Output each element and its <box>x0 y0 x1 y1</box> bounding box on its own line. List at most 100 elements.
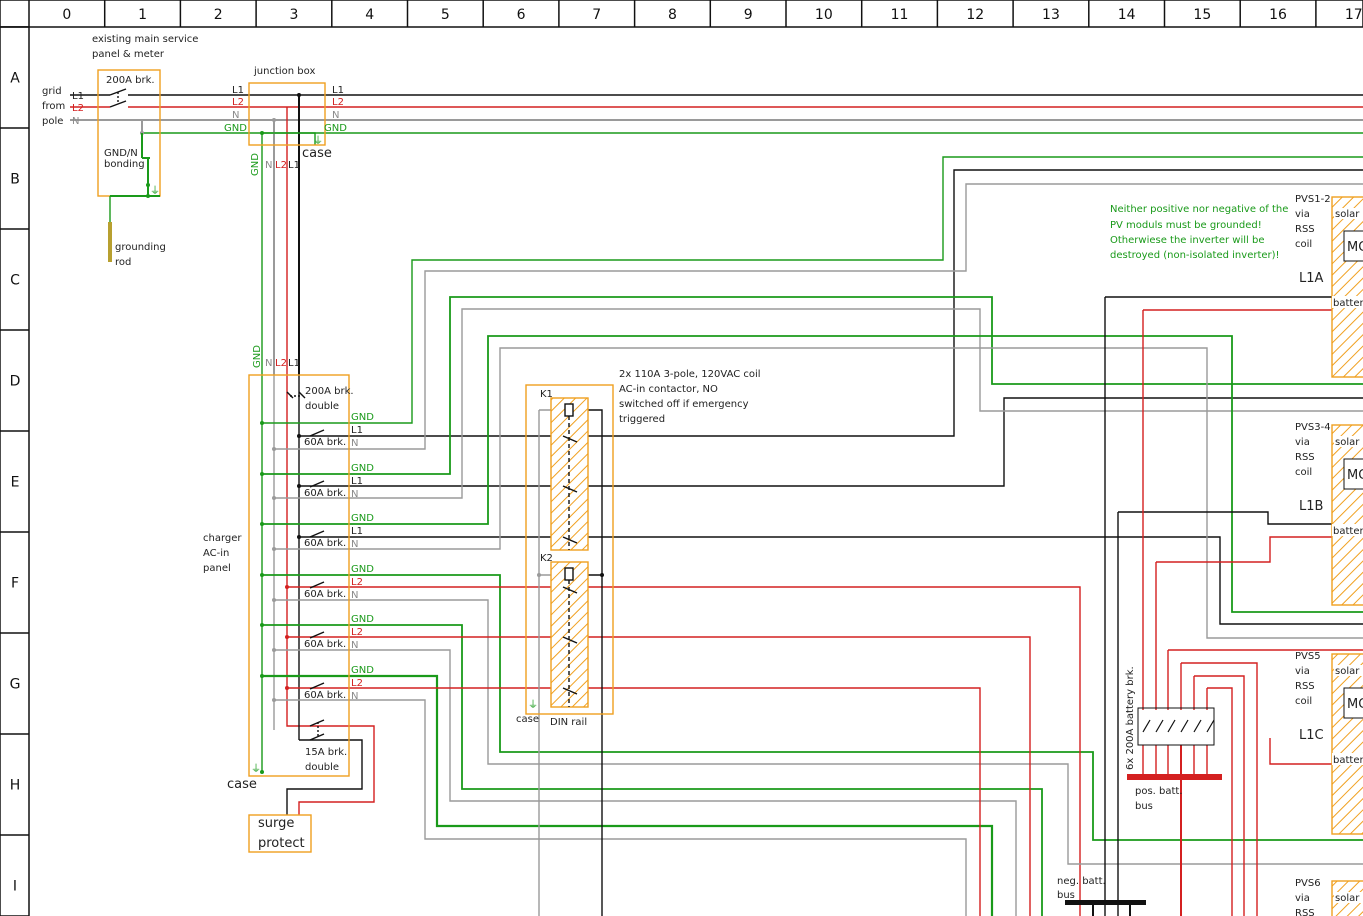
junction-box: junction box L1 L2 N GND L1 L2 N GND ⏚ c… <box>224 66 347 176</box>
inverter-block: PVS5viaRSSsolarcoilMCL1Cbattery <box>1295 651 1363 835</box>
breaker-gnd-label: GND <box>351 513 374 524</box>
breaker-phase-label: L1 <box>351 476 363 487</box>
grid-l1-label: L1 <box>72 91 84 102</box>
jb-vert-gnd: GND <box>250 153 261 176</box>
ruler-column-label: 6 <box>517 7 526 23</box>
grid-label-3: pole <box>42 116 63 127</box>
warning-line-3: Otherwiese the inverter will be <box>1110 235 1265 246</box>
ground-symbol-icon: ⏚ <box>150 185 160 197</box>
grid-label-1: grid <box>42 86 62 97</box>
contactor-note-3: switched off if emergency <box>619 399 749 410</box>
breaker-60a-label: 60A brk. <box>304 488 346 499</box>
positive-battery-bus <box>1127 774 1222 780</box>
main-service-panel: existing main service panel & meter 200A… <box>42 34 198 268</box>
contactor-note-2: AC-in contactor, NO <box>619 384 718 395</box>
jb-vert-l2: L2 <box>275 160 287 171</box>
jb-l2-out: L2 <box>332 97 344 108</box>
ruler-column-label: 11 <box>891 7 909 23</box>
charger-panel-title-2: AC-in <box>203 548 229 559</box>
ruler-column-label: 9 <box>744 7 753 23</box>
breaker-n-label: N <box>351 539 358 550</box>
grid-label-2: from <box>42 101 65 112</box>
ruler-row-label: I <box>13 879 17 895</box>
inverter-via-label: via <box>1295 666 1310 677</box>
grounding-rod-label-2: rod <box>115 257 131 268</box>
inverter-pvs-label: PVS5 <box>1295 651 1321 662</box>
charger-panel-title-3: panel <box>203 563 231 574</box>
inverter-name-label: L1C <box>1299 728 1324 743</box>
breaker-phase-label: L2 <box>351 577 363 588</box>
ruler-row-label: C <box>10 273 20 289</box>
inverter-coil-label: coil <box>1295 467 1312 478</box>
breaker-phase-label: L2 <box>351 678 363 689</box>
contactor-note-4: triggered <box>619 414 665 425</box>
panel-vert-gnd: GND <box>252 345 263 368</box>
ruler-column-label: 4 <box>365 7 374 23</box>
breaker-n-label: N <box>351 640 358 651</box>
inverter-solar-label: solar <box>1335 209 1360 220</box>
inverter-solar-label: solar <box>1335 893 1360 904</box>
breaker-n-label: N <box>351 691 358 702</box>
inverter-rss-label: RSS <box>1295 224 1315 235</box>
breaker-gnd-label: GND <box>351 564 374 575</box>
ruler-column-label: 13 <box>1042 7 1060 23</box>
inverter-mc-label: MC <box>1347 240 1363 255</box>
bonding-label-1: GND/N <box>104 148 138 159</box>
battery-breaker-label: 6x 200A battery brk. <box>1125 666 1136 770</box>
ruler-row-label: E <box>11 475 20 491</box>
contactor-ground-icon: ⏚ <box>528 699 538 711</box>
breaker-gnd-label: GND <box>351 463 374 474</box>
neg-bus-label-2: bus <box>1057 890 1075 901</box>
ruler-column-label: 0 <box>62 7 71 23</box>
jb-case-label: case <box>302 146 332 161</box>
jb-n-in: N <box>232 110 239 121</box>
pv-warning-note: Neither positive nor negative of the PV … <box>1110 204 1288 261</box>
jb-l1-out: L1 <box>332 85 344 96</box>
inverter-coil-label: coil <box>1295 696 1312 707</box>
panel-ground-icon: ⏚ <box>251 763 261 775</box>
ruler-column-label: 17 <box>1345 7 1363 23</box>
panel-vert-n: N <box>265 358 272 369</box>
inverter-battery-label: battery <box>1333 526 1363 537</box>
breaker-60a-label: 60A brk. <box>304 589 346 600</box>
inverter-battery-label: battery <box>1333 298 1363 309</box>
inverter-rss-label: RSS <box>1295 452 1315 463</box>
breaker-phase-label: L1 <box>351 425 363 436</box>
ruler-column-label: 2 <box>214 7 223 23</box>
ruler-row-label: H <box>10 778 21 794</box>
inverter-via-label: via <box>1295 893 1310 904</box>
breaker-60a-label: 60A brk. <box>304 538 346 549</box>
negative-battery-bus <box>1065 900 1146 905</box>
inverter-pvs-label: PVS3-4 <box>1295 422 1331 433</box>
inverter-name-label: L1A <box>1299 271 1324 286</box>
ruler-column-label: 12 <box>966 7 984 23</box>
breaker-60a-label: 60A brk. <box>304 690 346 701</box>
k1-label: K1 <box>540 389 553 400</box>
grid-n-label: N <box>72 116 79 127</box>
inverter-solar-label: solar <box>1335 437 1360 448</box>
panel-vert-l1: L1 <box>288 358 300 369</box>
breaker-60a-label: 60A brk. <box>304 437 346 448</box>
breaker-gnd-label: GND <box>351 412 374 423</box>
ruler-row-label: F <box>11 576 19 592</box>
breaker-phase-label: L1 <box>351 526 363 537</box>
surge-protector: surge protect <box>248 814 312 853</box>
inverter-rss-label: RSS <box>1295 908 1315 916</box>
ruler-column-label: 8 <box>668 7 677 23</box>
ruler-column-label: 15 <box>1193 7 1211 23</box>
breaker-phase-label: L2 <box>351 627 363 638</box>
ruler-column-label: 1 <box>138 7 147 23</box>
breaker-60a-label: 60A brk. <box>304 639 346 650</box>
surge-label-1: surge <box>258 816 294 831</box>
inverter-pvs-label: PVS1-2 <box>1295 194 1331 205</box>
panel-case-label: case <box>227 777 257 792</box>
contactor-note-1: 2x 110A 3-pole, 120VAC coil <box>619 369 761 380</box>
ruler-column-label: 16 <box>1269 7 1287 23</box>
jb-vert-n: N <box>265 160 272 171</box>
jb-n-out: N <box>332 110 339 121</box>
contactor-case-label: case <box>516 714 539 725</box>
